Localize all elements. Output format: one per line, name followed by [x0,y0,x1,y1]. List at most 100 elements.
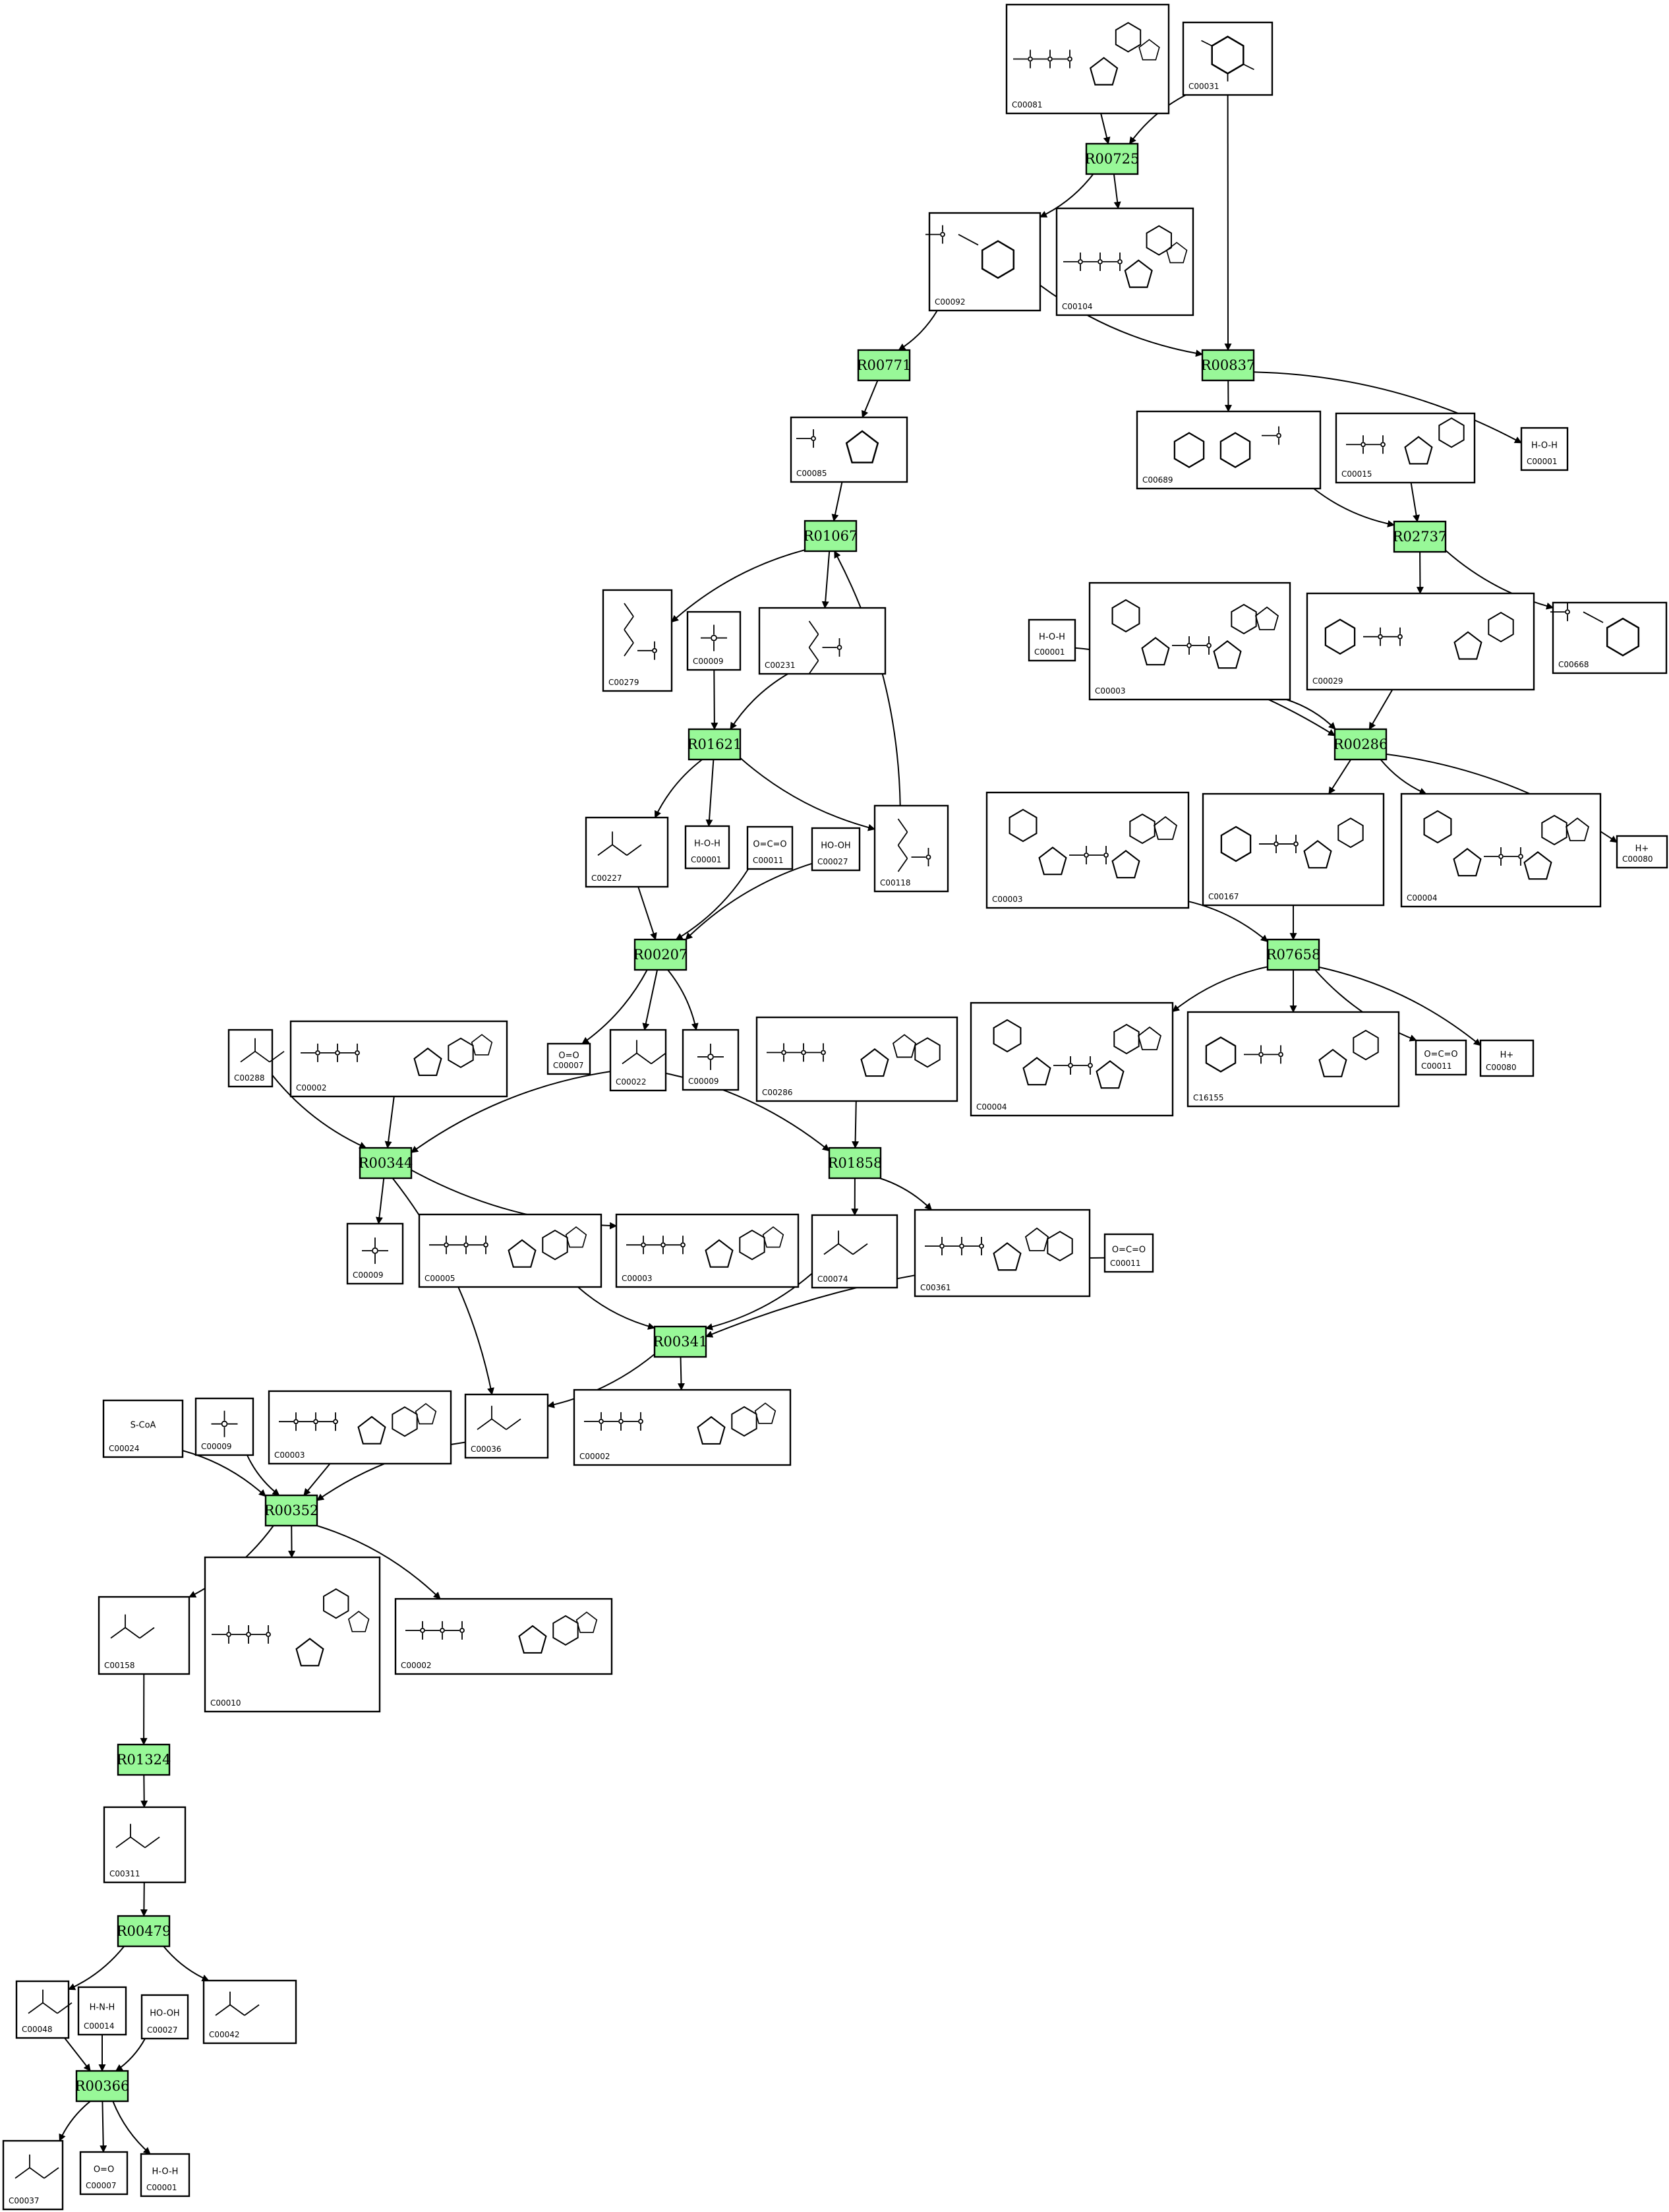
compound-box [103,1806,187,1884]
reaction-R01621[interactable]: R01621 [688,728,742,761]
reaction-R01858[interactable]: R01858 [828,1147,883,1180]
edge-C00011a-to-R00207 [675,868,749,940]
compound-id-label: C00011 [1421,1061,1452,1071]
compound-C00036[interactable]: C00036 [464,1393,549,1459]
reaction-R00771[interactable]: R00771 [857,349,912,382]
compound-structure [767,1034,941,1077]
compound-C00009[interactable]: C00009 [686,611,742,671]
compound-C00231[interactable]: C00231 [758,607,887,675]
compound-C00158[interactable]: C00158 [98,1596,190,1675]
reaction-R02737[interactable]: R02737 [1393,520,1448,553]
reaction-R07658[interactable]: R07658 [1266,938,1321,971]
compound-C00010[interactable]: C00010 [204,1556,381,1713]
compound-C00311[interactable]: C00311 [103,1806,187,1884]
compound-id-label: C00010 [210,1698,241,1708]
compound-C00009[interactable]: C00009 [194,1397,254,1456]
reaction-R00479[interactable]: R00479 [117,1915,171,1948]
compound-box [1479,1039,1535,1077]
reaction-R00341[interactable]: R00341 [653,1325,708,1358]
compound-id-label: C00231 [765,661,796,670]
compound-C00029[interactable]: C00029 [1306,592,1535,691]
reaction-id-label: R00207 [633,947,688,963]
compound-C00042[interactable]: C00042 [202,1979,297,2045]
compound-structure [1013,22,1160,86]
compound-C00085[interactable]: C00085 [790,416,908,483]
compound-C00227[interactable]: C00227 [585,816,669,888]
compound-C00361[interactable]: C00361 [914,1209,1091,1298]
compound-C00668[interactable]: C00668 [1550,601,1668,674]
compound-id-label: C00029 [1312,676,1343,686]
reaction-R00837[interactable]: R00837 [1201,349,1256,382]
compound-C00080[interactable]: H+C00080 [1479,1039,1535,1077]
compound-C00005[interactable]: C00005 [418,1213,602,1288]
compound-C00009[interactable]: C00009 [682,1029,740,1091]
compound-C16155[interactable]: C16155 [1186,1011,1400,1108]
compound-C00048[interactable]: C00048 [15,1980,73,2039]
reaction-R00352[interactable]: R00352 [264,1494,319,1527]
compound-C00022[interactable]: C00022 [609,1029,667,1092]
edge-R00286-to-C00004a [1380,759,1427,795]
compound-C00081[interactable]: C00081 [1005,3,1170,115]
compound-C00104[interactable]: C00104 [1055,207,1194,316]
compound-C00080[interactable]: H+C00080 [1616,835,1668,869]
edge-R00341-to-C00036 [546,1354,655,1408]
compound-C00074[interactable]: C00074 [811,1214,898,1289]
compound-C00167[interactable]: C00167 [1202,792,1385,907]
compound-C00689[interactable]: C00689 [1136,410,1322,490]
compound-box [684,825,730,870]
edge-C00074-to-R00341 [705,1272,813,1330]
compound-C00002[interactable]: C00002 [394,1598,613,1675]
compound-C00037[interactable]: C00037 [2,2139,64,2211]
compound-structure [212,1588,370,1667]
compound-C00288[interactable]: C00288 [227,1029,285,1088]
compound-formula: O=C=O [1112,1245,1146,1255]
reaction-R00207[interactable]: R00207 [633,938,688,971]
edge-R01067-to-C00279 [671,549,805,623]
edge-C00027a-to-R00207 [685,862,813,940]
compound-C00003[interactable]: C00003 [1088,582,1291,701]
compound-formula: HO-OH [150,2009,179,2019]
reaction-R01324[interactable]: R01324 [117,1743,171,1776]
reaction-id-label: R00352 [264,1503,319,1518]
compound-C00031[interactable]: C00031 [1182,21,1274,96]
compound-C00003[interactable]: C00003 [268,1390,452,1465]
compound-C00003[interactable]: C00003 [615,1213,800,1288]
compound-C00003[interactable]: C00003 [985,791,1190,909]
compound-box [615,1213,800,1288]
compound-box [102,1399,184,1458]
edge-C00029-to-R00286 [1368,689,1393,730]
compound-C00118[interactable]: C00118 [873,804,949,893]
reaction-R00344[interactable]: R00344 [359,1147,413,1180]
compound-C00015[interactable]: C00015 [1335,412,1476,484]
compound-C00004[interactable]: C00004 [1400,792,1602,908]
compound-C00092[interactable]: C00092 [925,212,1041,312]
compound-C00286[interactable]: C00286 [755,1016,958,1102]
compound-box [1306,592,1535,691]
reaction-R01067[interactable]: R01067 [804,520,858,553]
compound-structure [429,1226,587,1268]
compound-C00009[interactable]: C00009 [346,1222,404,1285]
reaction-R00286[interactable]: R00286 [1333,728,1388,761]
compound-C00279[interactable]: C00279 [602,589,673,692]
compound-C00002[interactable]: C00002 [573,1389,792,1466]
compound-C00004[interactable]: C00004 [970,1001,1174,1117]
reaction-R00725[interactable]: R00725 [1085,142,1140,175]
compound-box [140,2153,190,2197]
compound-C00002[interactable]: C00002 [289,1020,508,1098]
compound-box [394,1598,613,1675]
reaction-R00366[interactable]: R00366 [75,2070,130,2103]
compound-formula: O=C=O [1424,1050,1457,1060]
